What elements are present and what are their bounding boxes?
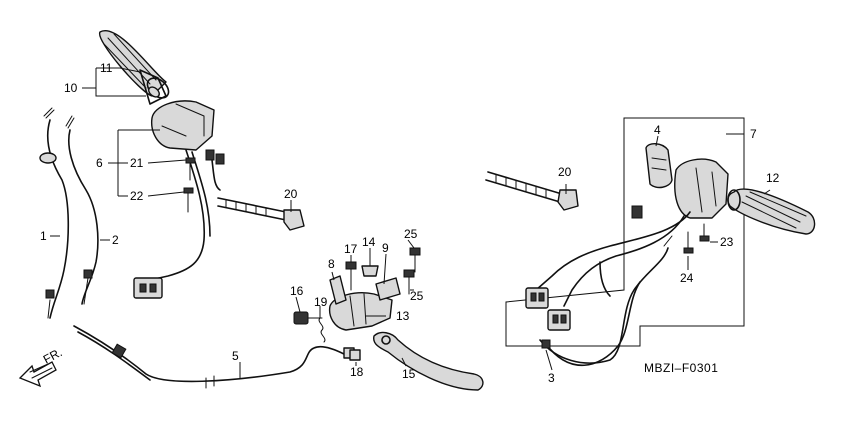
- left-grip: [99, 30, 170, 99]
- callout-14: 14: [362, 235, 376, 249]
- callout-23: 23: [720, 235, 734, 249]
- callout-6: 6: [96, 156, 103, 170]
- right-switch-housing: [631, 158, 729, 219]
- front-direction-arrow: [18, 361, 57, 388]
- nut-18: [349, 349, 361, 361]
- callout-numbers: 10 11 6 21 22 1 2 20 8 17 14 9 25 25 16 …: [40, 61, 780, 385]
- bolt-25-lower: [403, 269, 415, 295]
- clutch-lever-bracket: [328, 292, 393, 331]
- callout-25-lower: 25: [410, 289, 424, 303]
- callout-18: 18: [350, 365, 364, 379]
- clutch-cable: [73, 325, 355, 389]
- callout-7: 7: [750, 127, 757, 141]
- callout-22: 22: [130, 189, 144, 203]
- callout-16: 16: [290, 284, 304, 298]
- throttle-cable-3: [539, 235, 673, 367]
- screw-22: [183, 187, 194, 213]
- right-switch-wiring: [525, 211, 691, 331]
- callout-21: 21: [130, 156, 144, 170]
- wire-band-right: [485, 171, 579, 211]
- callout-19: 19: [314, 295, 328, 309]
- left-switch-wiring: [133, 149, 221, 299]
- right-assembly-outline: [505, 117, 745, 347]
- callout-1: 1: [40, 229, 47, 243]
- holder-9: [375, 277, 401, 301]
- callout-13: 13: [396, 309, 410, 323]
- throttle-grip-pipe: [139, 69, 167, 105]
- left-switch-housing: [151, 100, 225, 165]
- callout-12: 12: [766, 171, 780, 185]
- callout-15: 15: [402, 367, 416, 381]
- callout-20-left: 20: [284, 187, 298, 201]
- throttle-cable-1: [39, 107, 70, 319]
- callout-10: 10: [64, 81, 78, 95]
- callout-2: 2: [112, 233, 119, 247]
- callout-20-right: 20: [558, 165, 572, 179]
- pin-17: [345, 261, 357, 291]
- throttle-cable-2: [65, 115, 99, 305]
- start-switch: [645, 143, 673, 189]
- leader-lines: [50, 67, 771, 378]
- callout-9: 9: [382, 241, 389, 255]
- screw-21: [185, 157, 196, 181]
- callout-3: 3: [548, 371, 555, 385]
- callout-24: 24: [680, 271, 694, 285]
- callout-17: 17: [344, 242, 358, 256]
- clutch-lever: [373, 331, 484, 391]
- screw-23: [699, 223, 710, 242]
- callout-5: 5: [232, 349, 239, 363]
- callout-8: 8: [328, 257, 335, 271]
- bolt-16: [293, 311, 323, 325]
- cap-14: [361, 265, 379, 277]
- spring-19: [318, 317, 326, 343]
- right-grip: [727, 188, 816, 235]
- callout-4: 4: [654, 123, 661, 137]
- wire-band-left: [217, 197, 305, 231]
- bolt-25-upper: [409, 247, 421, 273]
- figure-code: MBZI–F0301: [644, 361, 718, 375]
- front-label: FR.: [41, 345, 65, 366]
- callout-25-upper: 25: [404, 227, 418, 241]
- callout-11: 11: [100, 61, 113, 75]
- switch-8: [329, 275, 347, 305]
- screw-24: [683, 231, 694, 254]
